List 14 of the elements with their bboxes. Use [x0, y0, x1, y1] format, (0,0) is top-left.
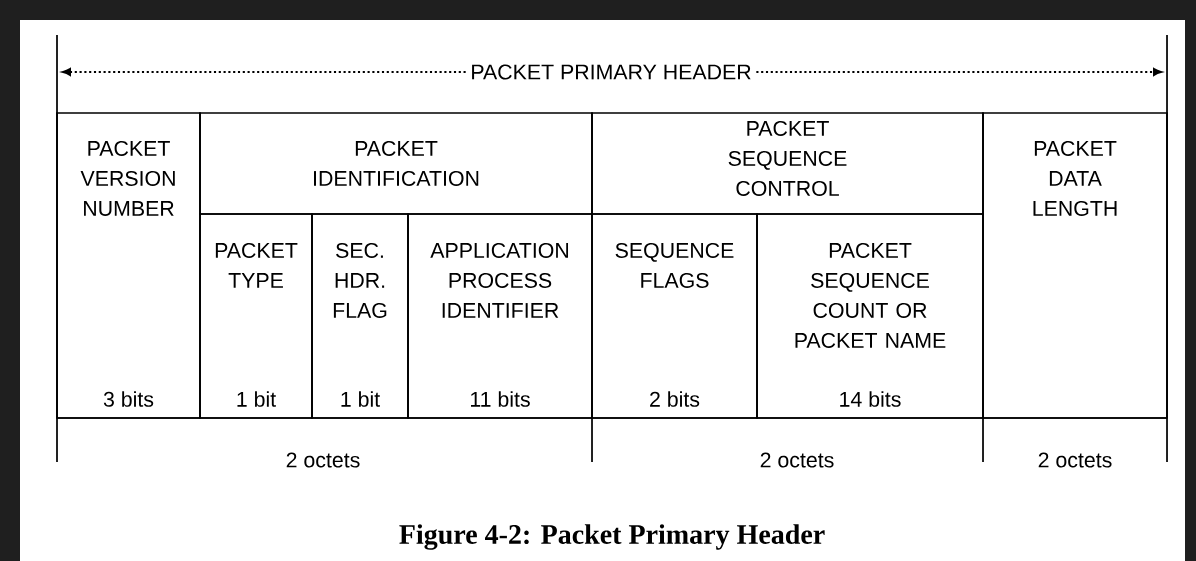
- field-cell: PACKET SEQUENCE CONTROL: [591, 112, 984, 215]
- field-cell: PACKET IDENTIFICATION: [199, 112, 593, 215]
- octet-label: 2 octets: [1038, 452, 1112, 468]
- dimension-label: PACKET PRIMARY HEADER: [466, 63, 756, 81]
- field-cell: SEQUENCE FLAGS 2 bits: [591, 213, 758, 419]
- field-cell: SEC. HDR. FLAG 1 bit: [311, 213, 409, 419]
- caption: Figure 4-2: Packet Primary Header: [399, 524, 825, 550]
- octet-label: 2 octets: [286, 452, 360, 468]
- octet-label: 2 octets: [760, 452, 834, 468]
- field-cell: PACKET VERSION NUMBER 3 bits: [56, 112, 201, 419]
- field-cell: APPLICATION PROCESS IDENTIFIER 11 bits: [407, 213, 593, 419]
- field-cell: PACKET TYPE 1 bit: [199, 213, 313, 419]
- field-cell: PACKET DATA LENGTH: [982, 112, 1168, 419]
- field-cell: PACKET SEQUENCE COUNT OR PACKET NAME 14 bits: [756, 213, 984, 419]
